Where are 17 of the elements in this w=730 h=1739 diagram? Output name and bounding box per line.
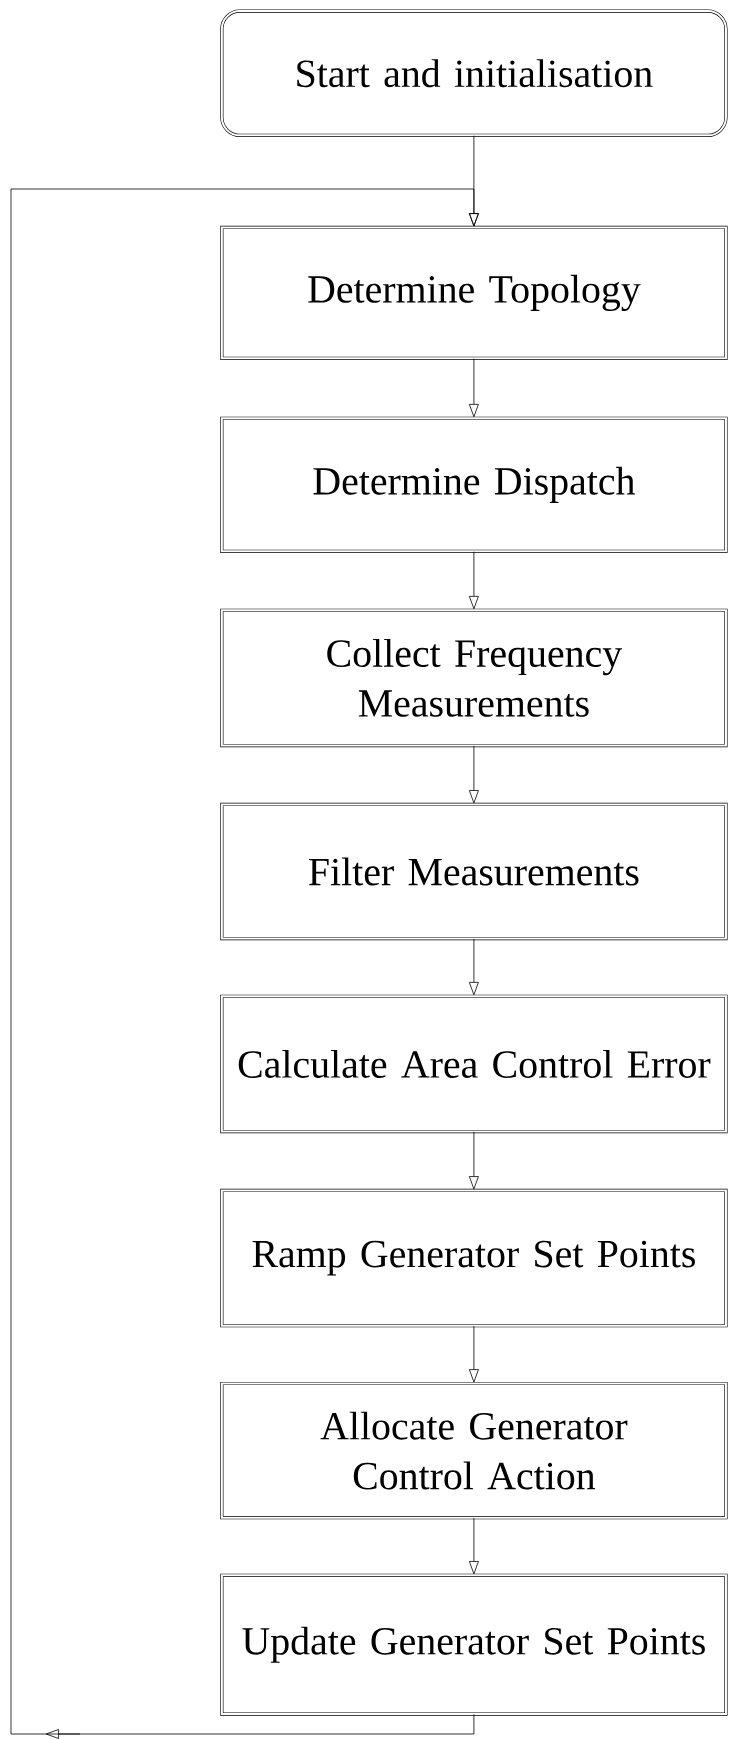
process-box: Determine Topology — [220, 225, 728, 360]
arrow — [468, 1517, 479, 1575]
loop-arrow — [10, 188, 479, 1739]
arrow — [468, 745, 479, 804]
process-box: Calculate Area Control Error — [220, 994, 728, 1134]
process-box: Allocate Generator Control Action — [220, 1381, 728, 1520]
arrow — [468, 1325, 479, 1383]
start-box: Start and initialisation — [220, 9, 728, 137]
process-box: Collect Frequency Measurements — [220, 608, 728, 748]
arrow — [468, 938, 479, 996]
arrow — [468, 551, 479, 610]
arrow — [468, 358, 479, 418]
process-box: Filter Measurements — [220, 802, 728, 941]
process-box: Determine Dispatch — [220, 416, 728, 553]
process-box: Update Generator Set Points — [220, 1573, 728, 1716]
process-box: Ramp Generator Set Points — [220, 1188, 728, 1328]
arrow — [468, 1131, 479, 1190]
